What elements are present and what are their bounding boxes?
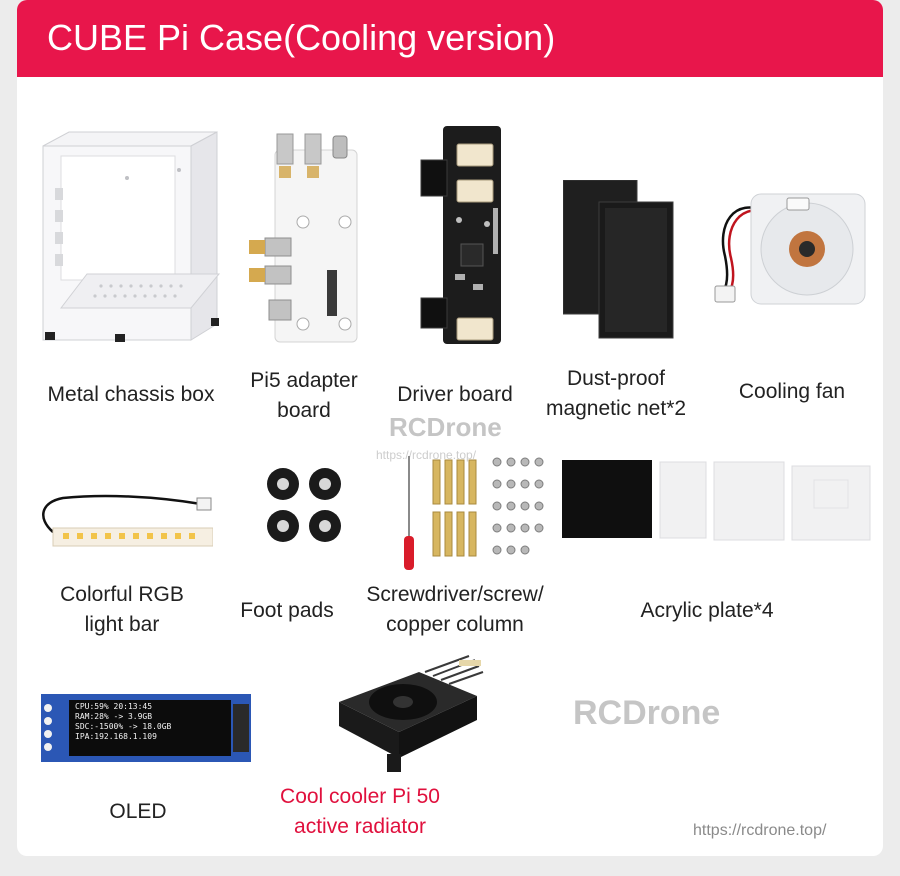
dust-net-image: [563, 180, 675, 340]
cooler-label: Cool cooler Pi 50 active radiator: [280, 785, 440, 838]
rgb-label: Colorful RGB light bar: [60, 583, 184, 636]
oled-image: CPU:59% 20:13:45 RAM:28% -> 3.9GB SDC:-1…: [41, 694, 251, 762]
url-watermark-small: https://rcdrone.top/: [376, 448, 477, 462]
driver-board-image: [417, 124, 509, 346]
chassis-label: Metal chassis box: [47, 383, 215, 406]
driver-label: Driver board: [397, 383, 513, 406]
dustnet-label: Dust-proof magnetic net*2: [545, 367, 687, 420]
page-title: CUBE Pi Case(Cooling version): [47, 17, 556, 58]
oled-label: OLED: [109, 800, 167, 823]
acrylic-plates-image: [562, 460, 872, 542]
cooling-fan-image: [703, 186, 869, 310]
footpads-label: Foot pads: [240, 599, 334, 622]
header-banner: CUBE Pi Case(Cooling version): [17, 0, 883, 77]
screws-label: Screwdriver/screw/ copper column: [366, 583, 544, 636]
acrylic-label: Acrylic plate*4: [640, 599, 774, 622]
adapter-label: Pi5 adapter board: [250, 369, 358, 422]
brand-watermark: RCDrone: [389, 412, 502, 442]
adapter-board-image: [247, 130, 359, 344]
active-cooler-image: [329, 654, 489, 780]
rgb-bar-image: [33, 488, 213, 558]
foot-pads-image: [263, 466, 347, 546]
oled-screen-text: CPU:59% 20:13:45 RAM:28% -> 3.9GB SDC:-1…: [75, 702, 172, 741]
site-url[interactable]: https://rcdrone.top/: [693, 822, 827, 839]
product-card: CUBE Pi Case(Cooling version): [17, 0, 883, 856]
brand-watermark-large: RCDrone: [573, 694, 721, 732]
fan-label: Cooling fan: [738, 380, 846, 403]
screw-kit-image: [389, 452, 549, 574]
chassis-image: [39, 128, 221, 348]
